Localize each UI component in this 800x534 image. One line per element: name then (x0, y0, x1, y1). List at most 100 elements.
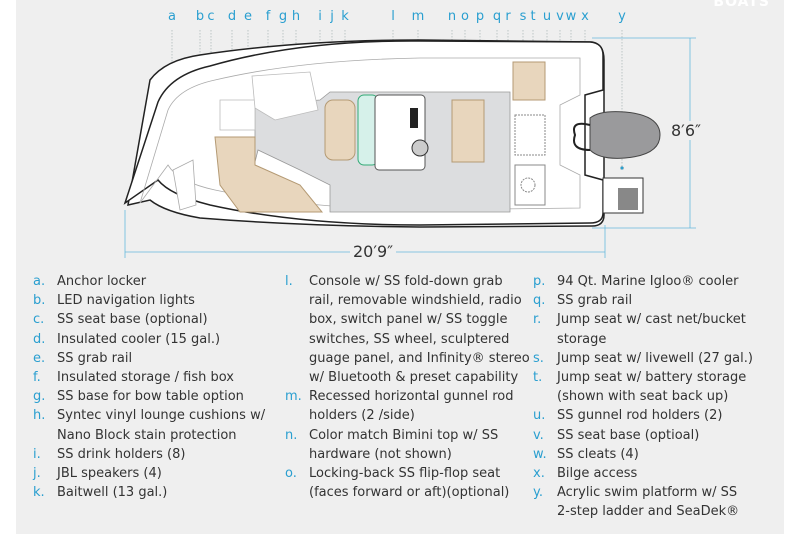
legend-text: Recessed horizontal gunnel rod holders (… (309, 389, 514, 424)
legend-key: y. (533, 485, 543, 501)
legend-text: 94 Qt. Marine Igloo® cooler (557, 274, 739, 289)
legend-item: j. JBL speakers (4) (33, 464, 278, 483)
callout-label-y: y (618, 9, 626, 24)
callout-label-p: p (475, 9, 485, 24)
bow-storage (251, 71, 319, 121)
legend-text: SS cleats (4) (557, 446, 639, 462)
callout-label-j: j (330, 9, 334, 24)
legend-text: Insulated storage / fish box (57, 370, 235, 386)
legend-text: SS drink holders (8) (57, 446, 186, 462)
legend-text: LED navigation lights (57, 293, 195, 309)
legend-key: x. (533, 466, 545, 482)
legend-text: Locking-back SS flip-flop seat (faces fo… (309, 466, 510, 501)
callout-label-u: u (542, 9, 552, 24)
callout-label-f: f (265, 9, 271, 24)
legend-text: JBL speakers (4) (57, 466, 162, 482)
legend-item: o. Locking-back SS flip-flop seat (faces … (285, 464, 535, 502)
legend-item: a.Anchor locker (33, 272, 278, 291)
callout-label-l: l (391, 9, 395, 24)
legend-item: w. SS cleats (4) (533, 445, 783, 464)
anchor-locker (172, 159, 197, 211)
legend-key: d. (33, 331, 46, 347)
legend-key: v. (533, 427, 544, 443)
legend-text: Insulated cooler (15 gal.) (57, 331, 221, 347)
beam-dimension: 8′6″ (668, 121, 704, 140)
legend-key: j. (33, 466, 41, 482)
legend-item: y. Acrylic swim platform w/ SS 2-step lad… (533, 483, 783, 521)
legend-key: e. (33, 350, 46, 366)
cooler (514, 114, 546, 156)
callout-label-t: t (530, 9, 536, 24)
legend-text: SS gunnel rod holders (2) (557, 408, 723, 424)
legend-item: q. SS grab rail (533, 291, 783, 310)
legend-key: m. (285, 389, 302, 405)
legend-item: u. SS gunnel rod holders (2) (533, 406, 783, 425)
legend-text: Jump seat w/ battery storage (shown with… (557, 370, 747, 405)
legend-item: m. Recessed horizontal gunnel rod holders… (285, 387, 535, 425)
bow-lounge-cushion (214, 136, 324, 213)
callout-label-a: a (168, 9, 176, 24)
callout-label-r: r (505, 9, 511, 24)
callout-label-o: o (461, 9, 469, 24)
callout-label-k: k (341, 9, 349, 24)
console (374, 94, 426, 171)
legend-text: SS grab rail (57, 350, 133, 366)
legend-item: b. LED navigation lights (33, 291, 278, 310)
legend-key: a. (33, 274, 46, 289)
callout-label-s: s (519, 9, 527, 24)
legend-item: t. Jump seat w/ battery storage (shown wi… (533, 368, 783, 406)
callout-label-w: w (565, 9, 577, 24)
callout-label-i: i (318, 9, 322, 24)
callout-label-n: n (447, 9, 457, 24)
legend-key: l. (285, 274, 293, 289)
legend-key: o. (285, 466, 297, 482)
callout-label-v: v (556, 9, 564, 24)
legend-key: q. (533, 293, 546, 309)
legend-key: t. (533, 370, 543, 386)
seadek-pad (618, 188, 638, 210)
callout-label-m: m (411, 9, 425, 24)
legend-key: i. (33, 446, 41, 462)
legend-item: f. Insulated storage / fish box (33, 368, 278, 387)
inner-gunwale (139, 57, 581, 211)
callout-label-b: b (195, 9, 205, 24)
legend-text: SS seat base (optioal) (557, 427, 700, 443)
boat-layout-diagram (123, 30, 696, 258)
legend-key: h. (33, 408, 46, 424)
legend-text: Baitwell (13 gal.) (57, 485, 168, 501)
brand-logo: BOATS (713, 0, 770, 10)
legend-key: b. (33, 293, 46, 309)
legend-text: Acrylic swim platform w/ SS 2-step ladde… (557, 485, 740, 520)
legend-text: Console w/ SS fold-down grab rail, remov… (309, 274, 530, 386)
legend-text: Bilge access (557, 466, 638, 482)
legend-key: k. (33, 485, 45, 501)
legend-text: Jump seat w/ livewell (27 gal.) (557, 350, 753, 366)
steering-wheel (411, 139, 429, 157)
legend-item: l. Console w/ SS fold-down grab rail, rem… (285, 272, 535, 387)
callout-label-q: q (492, 9, 502, 24)
callout-label-g: g (278, 9, 288, 24)
legend-key: f. (33, 370, 41, 386)
bilge-access (520, 177, 536, 193)
outboard-motor (589, 111, 661, 159)
callout-label-e: e (244, 9, 252, 24)
legend-key: n. (285, 427, 298, 443)
switch-panel (410, 108, 418, 128)
legend-text: Syntec vinyl lounge cushions w/ Nano Blo… (57, 408, 266, 443)
legend-item: i. SS drink holders (8) (33, 445, 278, 464)
legend-text: SS grab rail (557, 293, 633, 309)
legend-column-2: l. Console w/ SS fold-down grab rail, rem… (285, 272, 535, 502)
legend-key: s. (533, 350, 544, 366)
livewell (514, 164, 546, 206)
legend-key: u. (533, 408, 546, 424)
callout-dot-y (620, 166, 624, 170)
legend-key: w. (533, 446, 547, 462)
legend-item: v. SS seat base (optioal) (533, 426, 783, 445)
legend-text: Color match Bimini top w/ SS hardware (n… (309, 427, 499, 462)
legend-item: e. SS grab rail (33, 349, 278, 368)
callout-label-h: h (291, 9, 301, 24)
legend-key: r. (533, 312, 542, 328)
legend-key: g. (33, 389, 46, 405)
